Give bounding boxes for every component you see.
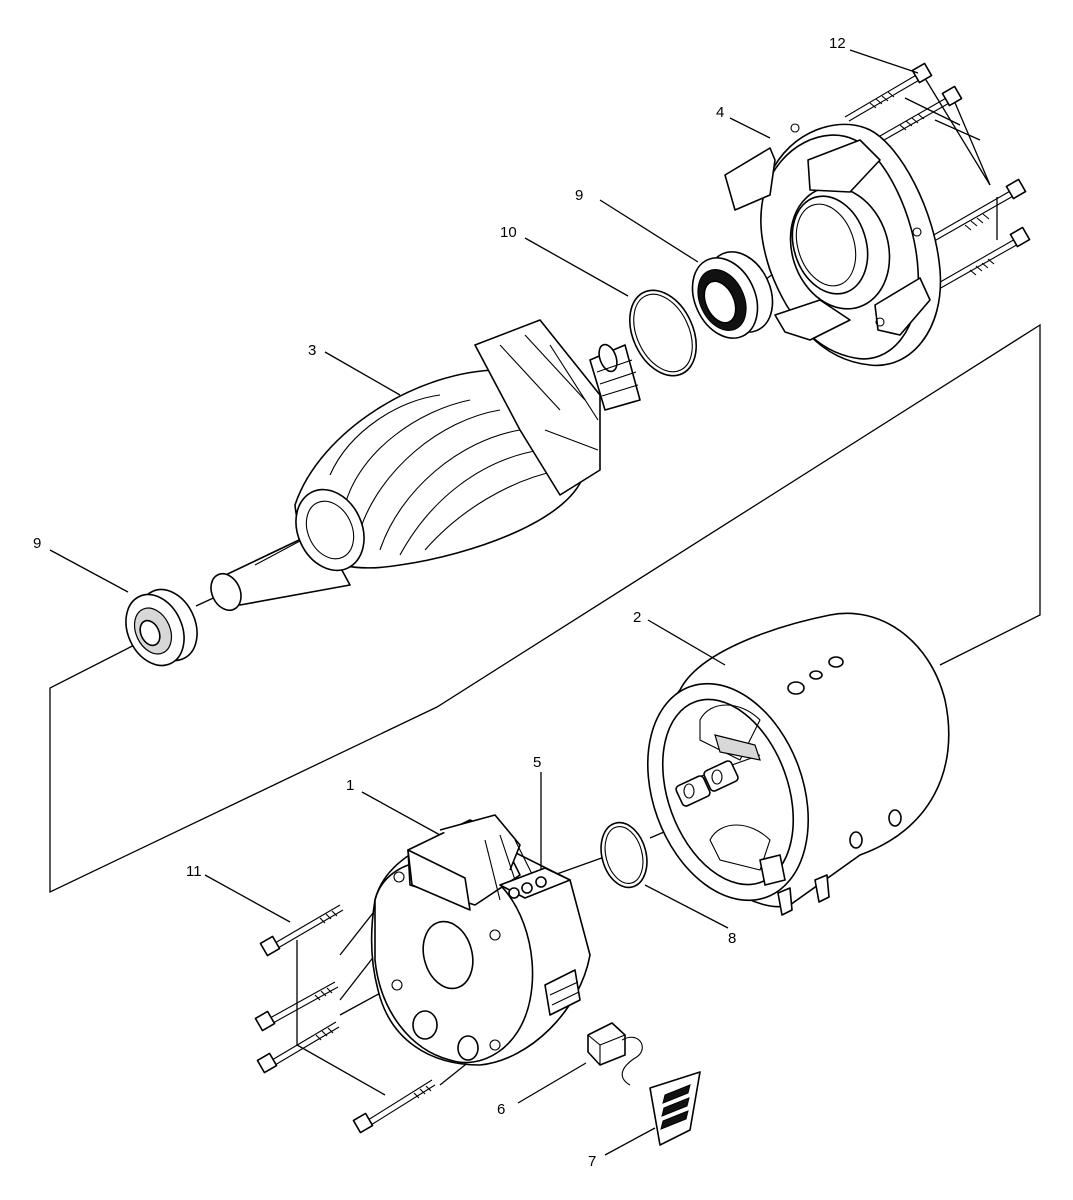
callout-8: 8 bbox=[728, 930, 736, 947]
callout-3: 3 bbox=[308, 342, 316, 359]
part-4-end-housing bbox=[724, 123, 942, 367]
callout-6: 6 bbox=[497, 1101, 505, 1118]
callout-9-lower: 9 bbox=[33, 535, 41, 552]
part-9-bearing-lower bbox=[125, 588, 198, 667]
callout-11: 11 bbox=[186, 863, 202, 880]
callout-9-upper: 9 bbox=[575, 187, 583, 204]
part-2-frame bbox=[646, 612, 950, 916]
callout-labels: 12 4 9 10 3 9 2 5 1 11 8 6 7 bbox=[33, 35, 846, 1170]
callout-12: 12 bbox=[829, 35, 846, 52]
callout-5: 5 bbox=[533, 754, 541, 771]
callout-1: 1 bbox=[346, 777, 354, 794]
part-10-o-ring bbox=[629, 289, 697, 377]
callout-7: 7 bbox=[588, 1153, 596, 1170]
part-8-o-ring bbox=[600, 821, 648, 889]
callout-4: 4 bbox=[716, 104, 724, 121]
part-7-plate bbox=[649, 1071, 701, 1146]
callout-10: 10 bbox=[500, 224, 517, 241]
part-9-bearing-upper bbox=[691, 251, 774, 339]
part-12-bolts bbox=[844, 62, 1031, 290]
part-11-bolts bbox=[254, 904, 436, 1134]
part-3-armature bbox=[210, 319, 641, 612]
part-6-brush bbox=[587, 1022, 643, 1086]
leader-lines bbox=[49, 49, 919, 1156]
callout-2: 2 bbox=[633, 609, 641, 626]
part-1-end-housing bbox=[370, 814, 591, 1066]
